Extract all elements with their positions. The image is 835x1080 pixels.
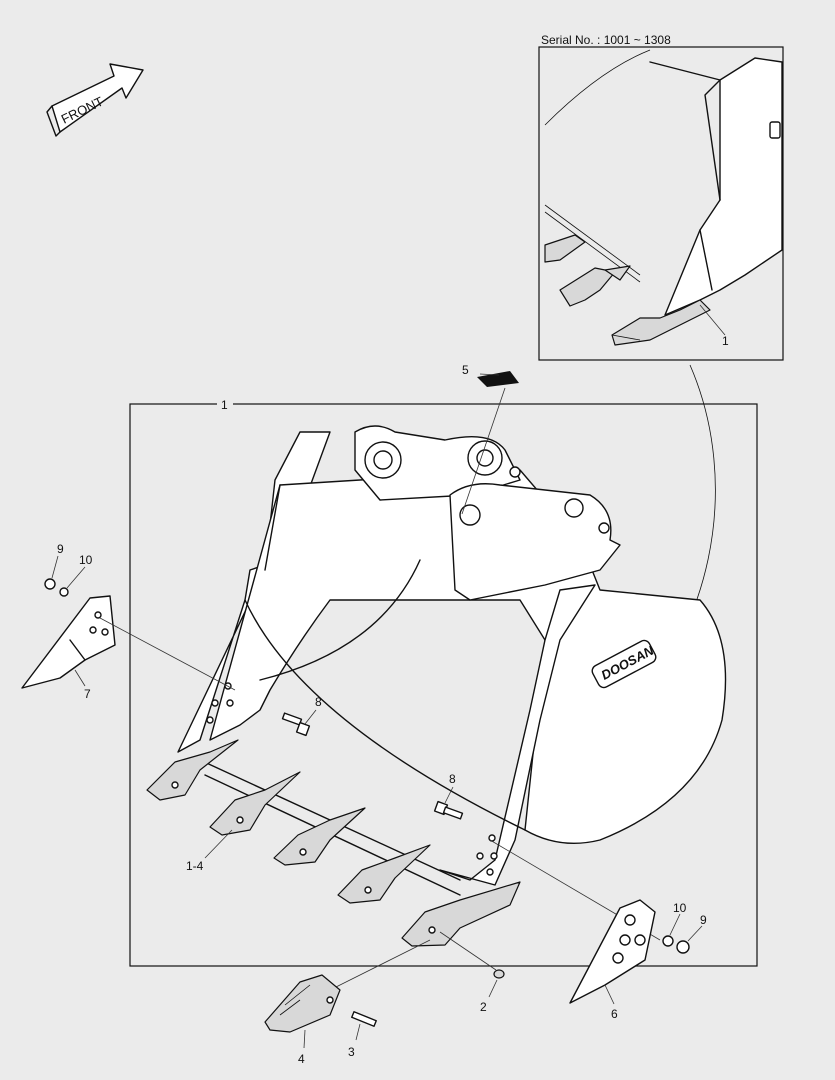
part-9-nut-right — [676, 940, 690, 954]
part-9-nut-left — [44, 578, 56, 590]
part-7-side-cutter — [21, 595, 116, 689]
callout-4: 4 — [298, 1052, 305, 1066]
callout-6: 6 — [611, 1007, 618, 1021]
part-4-tooth-point — [264, 974, 341, 1033]
part-5-decal — [477, 371, 519, 387]
part-8-bolt-left — [281, 712, 311, 737]
main-bucket: DOOSAN — [177, 425, 727, 896]
teeth-row — [146, 739, 521, 947]
part-10-washer-right — [662, 935, 674, 947]
front-arrow-icon: FRONT — [46, 63, 144, 137]
tooth-4 — [337, 844, 431, 904]
callout-10b: 10 — [673, 901, 687, 915]
tooth-2 — [209, 771, 301, 836]
part-10-washer-left — [59, 587, 69, 597]
part-6-side-cutter — [569, 899, 656, 1004]
assembly-frame — [129, 403, 758, 967]
part-3-pin — [351, 1011, 377, 1027]
tooth-1 — [146, 739, 239, 801]
tooth-5 — [401, 881, 521, 947]
callout-5: 5 — [462, 363, 469, 377]
callout-3: 3 — [348, 1045, 355, 1059]
callout-7: 7 — [84, 687, 91, 701]
callout-2: 2 — [480, 1000, 487, 1014]
callout-8a: 8 — [315, 695, 322, 709]
tooth-3 — [273, 807, 366, 866]
serial-caption: Serial No. : 1001 ~ 1308 — [541, 33, 671, 47]
callout-9b: 9 — [700, 913, 707, 927]
part-2-retainer — [493, 969, 505, 979]
callout-10a: 10 — [79, 553, 93, 567]
callout-9a: 9 — [57, 542, 64, 556]
callout-1-4: 1-4 — [186, 859, 204, 873]
callout-frame-1: 1 — [221, 398, 228, 412]
inset-bucket-detail — [544, 49, 783, 346]
callout-8b: 8 — [449, 772, 456, 786]
callout-inset-1: 1 — [722, 334, 729, 348]
part-8-bolt-right — [433, 800, 464, 820]
